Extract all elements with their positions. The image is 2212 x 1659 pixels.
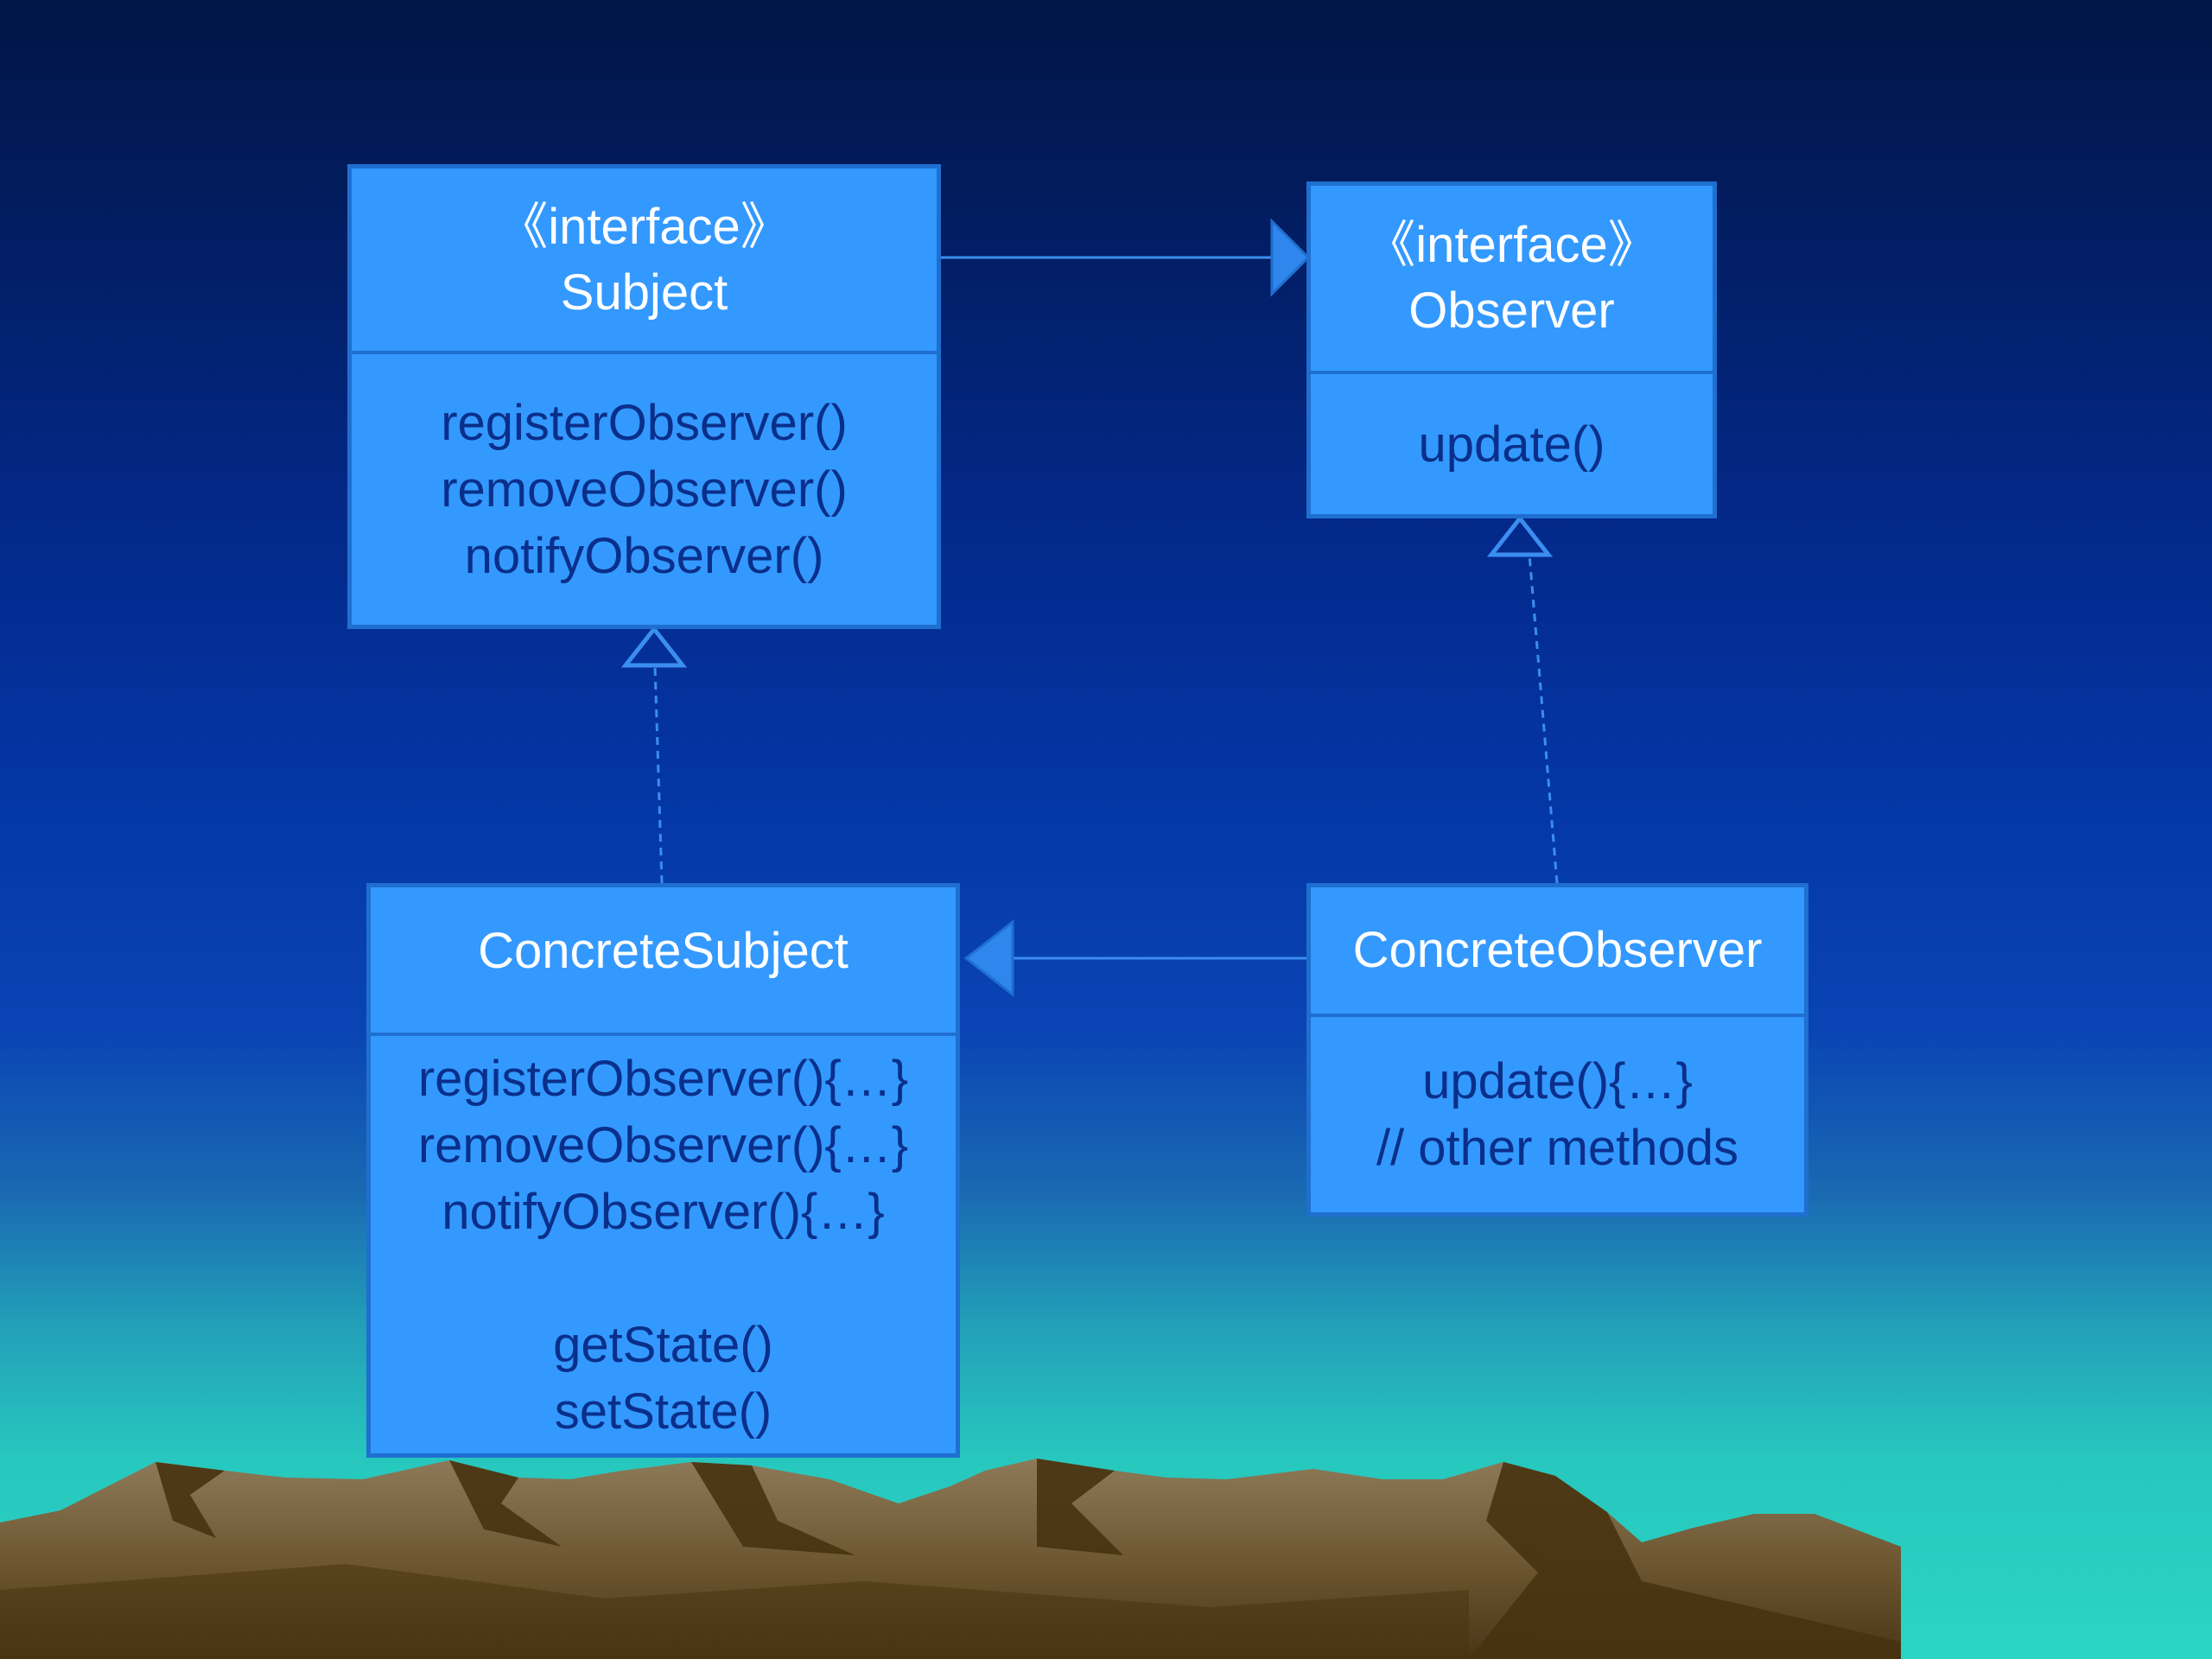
- concrete-subject-state-method: setState(): [554, 1382, 772, 1440]
- concrete-subject-method: removeObserver(){…}: [417, 1116, 909, 1173]
- concrete-subject-box[interactable]: ConcreteSubject registerObserver(){…} re…: [366, 883, 960, 1458]
- subject-name: Subject: [560, 264, 728, 321]
- subject-method: registerObserver(): [441, 395, 848, 451]
- concrete-subject-method: notifyObserver(){…}: [442, 1183, 885, 1240]
- concrete-subject-state-method: getState(): [553, 1316, 773, 1373]
- subject-stereotype: 《interface》: [498, 198, 791, 255]
- mountain-range: [0, 1459, 1901, 1659]
- concrete-subject-name: ConcreteSubject: [478, 923, 849, 979]
- observer-method: update(): [1418, 416, 1605, 473]
- observer-realization-arrowhead: [1486, 514, 1554, 557]
- observer-interface-box[interactable]: 《interface》 Observer update(): [1306, 181, 1717, 518]
- concrete-subject-arrowhead: [963, 918, 1014, 998]
- subject-methods: registerObserver() removeObserver() noti…: [352, 354, 937, 625]
- connectors: [620, 218, 1559, 998]
- concrete-observer-box[interactable]: ConcreteObserver update(){…} // other me…: [1306, 883, 1808, 1217]
- concrete-observer-method: // other methods: [1376, 1120, 1739, 1176]
- observer-name: Observer: [1408, 283, 1615, 339]
- concrete-subject-header: ConcreteSubject: [371, 887, 956, 1036]
- concrete-subject-method: registerObserver(){…}: [417, 1050, 909, 1107]
- subject-observer-arrowhead: [1270, 218, 1311, 297]
- observer-header: 《interface》 Observer: [1311, 186, 1713, 374]
- concrete-observer-realization-line: [1528, 554, 1559, 884]
- observer-methods: update(): [1311, 374, 1713, 514]
- subject-interface-box[interactable]: 《interface》 Subject registerObserver() r…: [347, 164, 941, 629]
- concrete-observer-name: ConcreteObserver: [1352, 922, 1763, 978]
- concrete-subject-methods: registerObserver(){…} removeObserver(){……: [371, 1036, 956, 1453]
- concrete-observer-header: ConcreteObserver: [1311, 887, 1804, 1017]
- concrete-observer-method: update(){…}: [1422, 1053, 1693, 1109]
- observer-stereotype: 《interface》: [1365, 217, 1658, 273]
- subject-method: removeObserver(): [441, 461, 848, 518]
- subject-realization-arrowhead: [620, 625, 688, 668]
- concrete-observer-methods: update(){…} // other methods: [1311, 1017, 1804, 1212]
- concrete-subject-realization-line: [653, 664, 664, 884]
- mountain-shadows: [0, 1459, 1901, 1659]
- subject-method: notifyObserver(): [464, 528, 824, 584]
- subject-header: 《interface》 Subject: [352, 168, 937, 354]
